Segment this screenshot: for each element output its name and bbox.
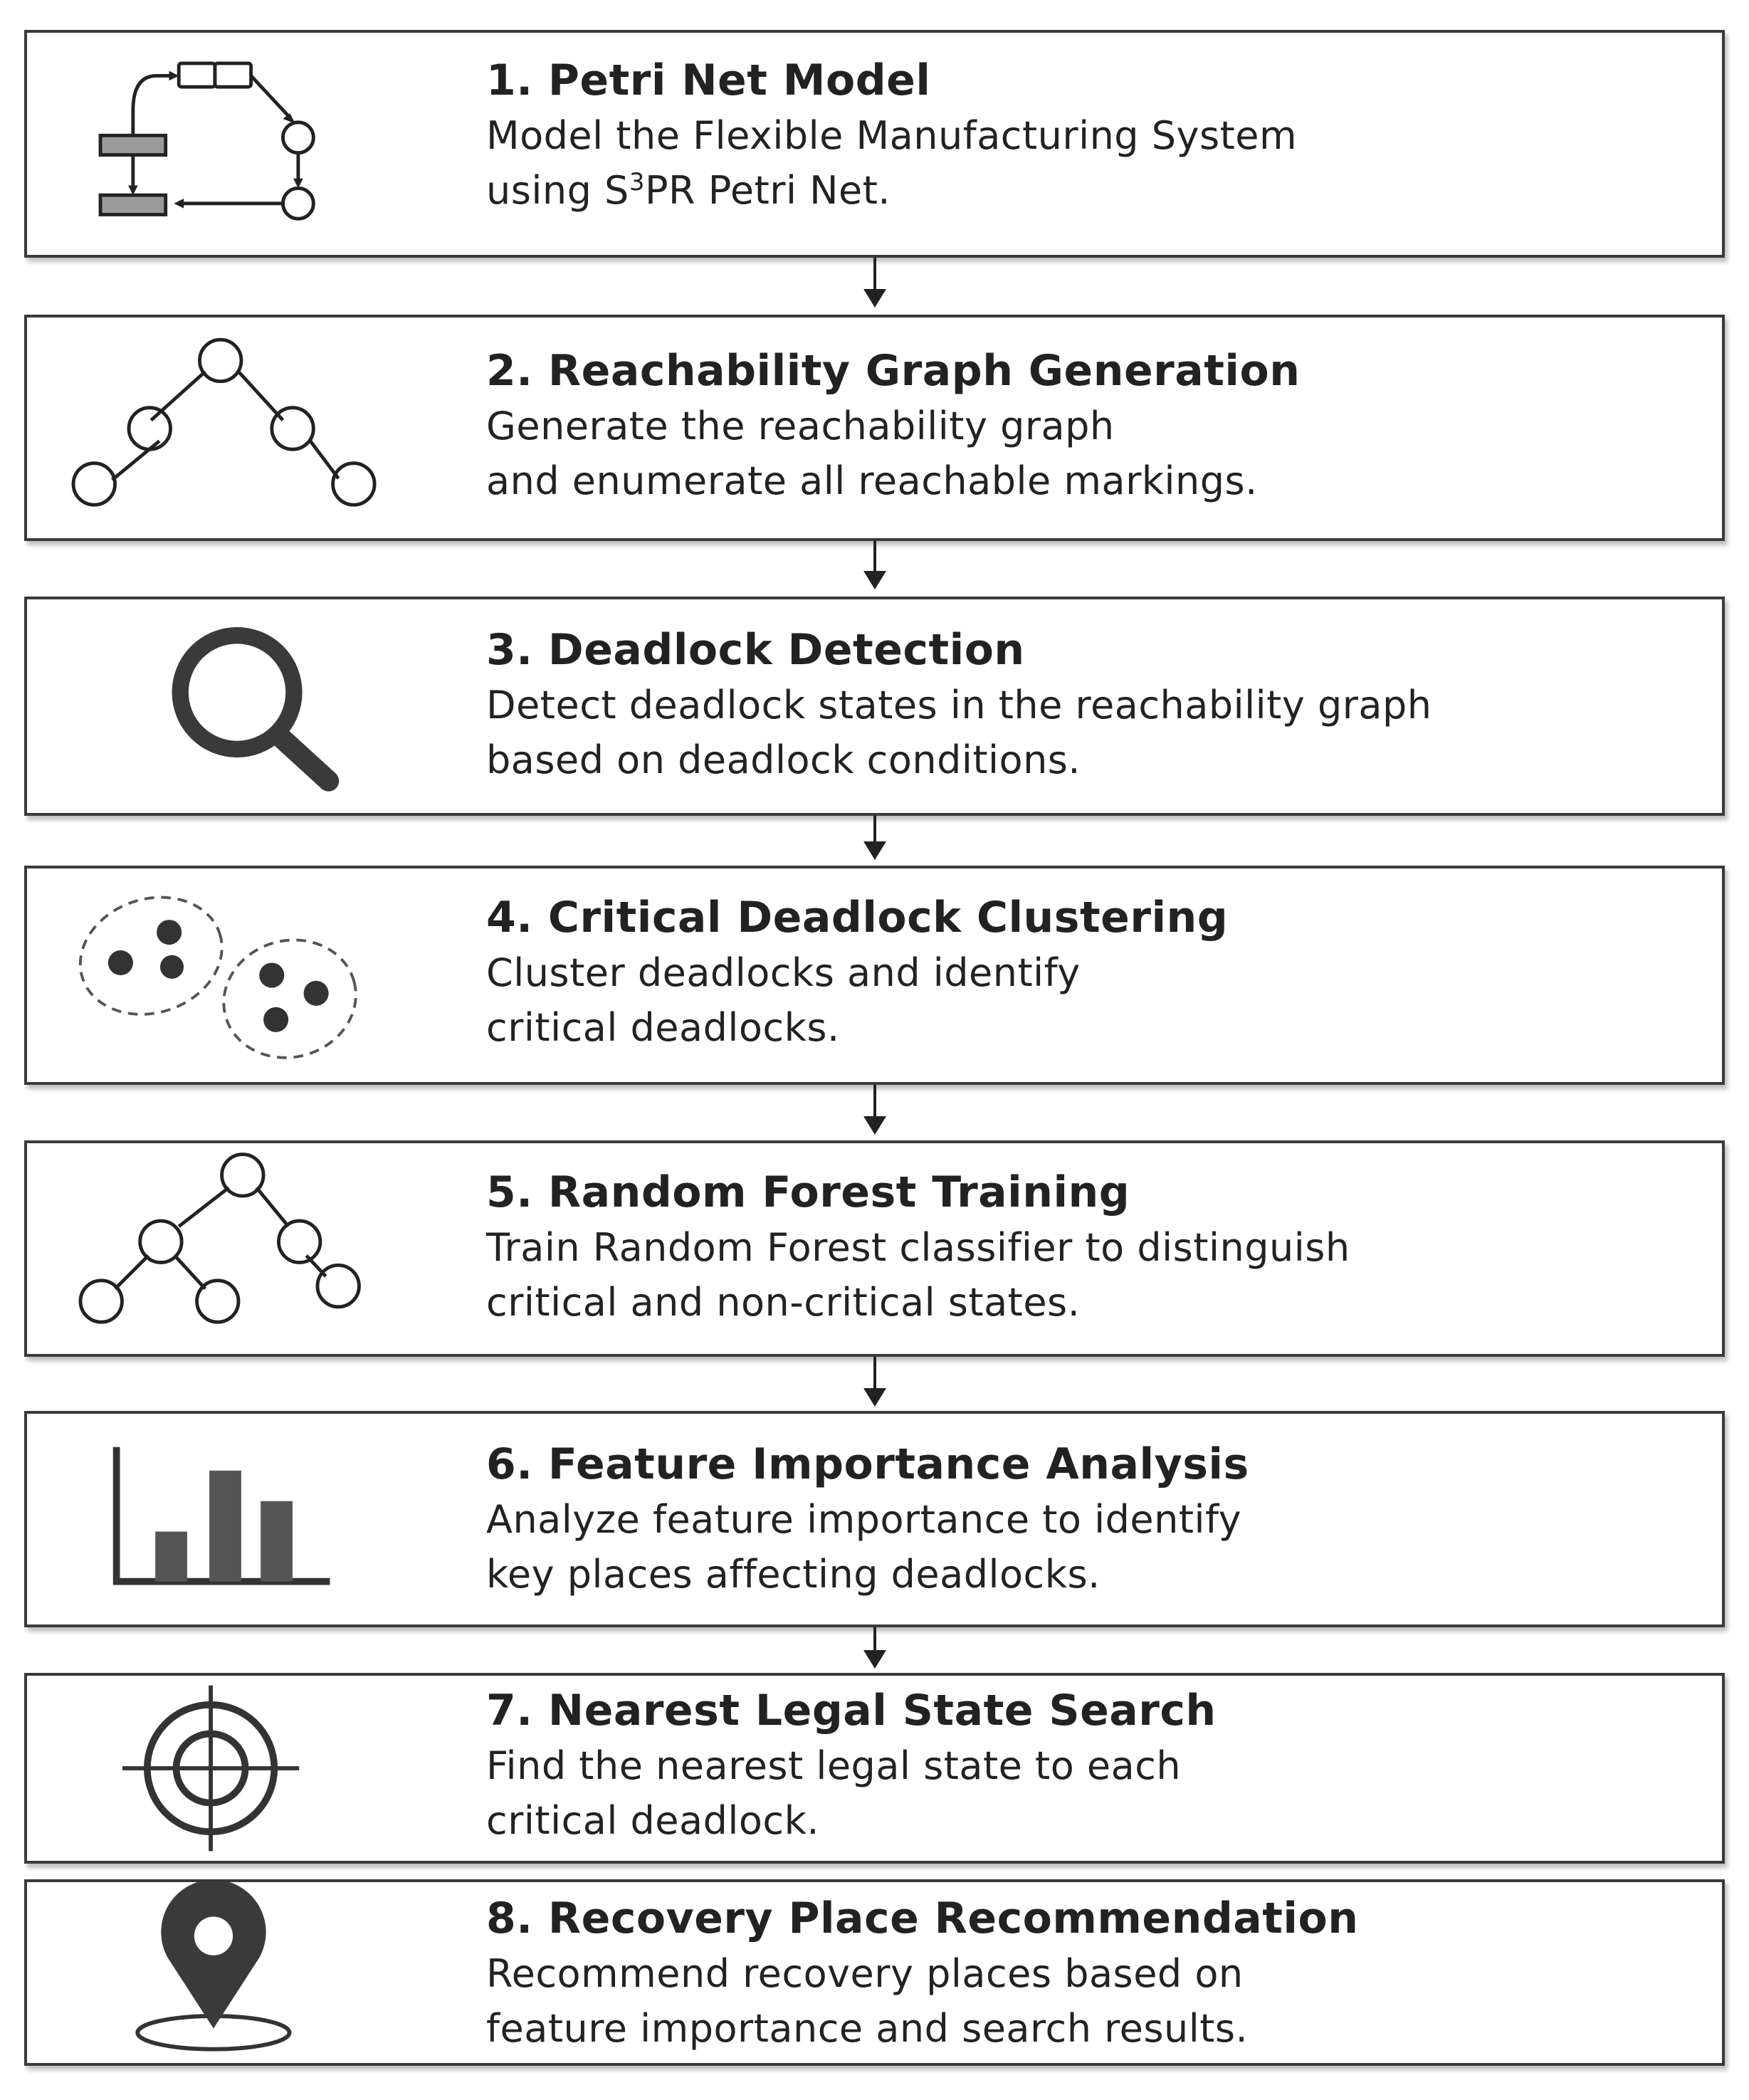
flow-arrow [873,258,876,289]
flow-arrowhead [863,1388,886,1407]
flow-arrowhead [863,841,886,860]
step-description-line-2: based on deadlock conditions. [486,737,1081,782]
flow-arrowhead [863,571,886,589]
step-title: 8. Recovery Place Recommendation [486,1894,1359,1943]
step-description-line-1: Analyze feature importance to identify [486,1497,1242,1542]
flow-arrowhead [863,289,886,308]
flow-arrowhead [863,1650,886,1669]
step-description-line-1: Model the Flexible Manufacturing System [486,113,1298,158]
step-description-line-2: feature importance and search results. [486,2006,1249,2051]
step-title: 4. Critical Deadlock Clustering [486,893,1229,943]
step-3-box: 3. Deadlock Detection Detect deadlock st… [24,597,1725,816]
flow-arrow [873,541,876,571]
step-1-box: 1. Petri Net Model Model the Flexible Ma… [24,30,1725,258]
step-description-line-1: Generate the reachability graph [486,404,1115,448]
step-title: 7. Nearest Legal State Search [486,1686,1217,1736]
flow-arrow [873,1627,876,1650]
step-title: 2. Reachability Graph Generation [486,346,1301,396]
flow-arrow [873,1085,876,1116]
target-icon [27,1676,397,1861]
petri-net-icon [27,33,397,255]
location-pin-icon [27,1882,397,2063]
step-5-box: 5. Random Forest Training Train Random F… [24,1140,1725,1357]
magnifier-icon [27,599,397,813]
step-description-line-2: critical and non-critical states. [486,1280,1081,1325]
step-title: 3. Deadlock Detection [486,625,1025,675]
step-4-box: 4. Critical Deadlock Clustering Cluster … [24,866,1725,1085]
step-2-box: 2. Reachability Graph Generation Generat… [24,315,1725,541]
step-description-line-1: Train Random Forest classifier to distin… [486,1225,1350,1270]
step-description-line-2: and enumerate all reachable markings. [486,458,1258,503]
graph-tree-icon [27,317,397,538]
step-description-line-1: Recommend recovery places based on [486,1951,1244,1996]
decision-tree-icon [27,1143,397,1354]
bar-chart-icon [27,1414,397,1624]
step-description-line-1: Detect deadlock states in the reachabili… [486,683,1432,728]
step-6-box: 6. Feature Importance Analysis Analyze f… [24,1411,1725,1627]
cluster-icon [27,868,397,1082]
flow-arrow [873,1357,876,1388]
step-description-line-2: using S3PR Petri Net. [486,168,891,213]
step-8-box: 8. Recovery Place Recommendation Recomme… [24,1879,1725,2066]
flow-arrowhead [863,1116,886,1135]
step-description-line-2: critical deadlock. [486,1798,820,1843]
flow-arrow [873,816,876,841]
step-description-line-1: Cluster deadlocks and identify [486,950,1081,995]
step-description-line-2: key places affecting deadlocks. [486,1552,1101,1597]
step-title: 6. Feature Importance Analysis [486,1439,1249,1489]
step-description-line-1: Find the nearest legal state to each [486,1743,1182,1788]
step-title: 5. Random Forest Training [486,1167,1130,1217]
step-title: 1. Petri Net Model [486,56,931,105]
step-description-line-2: critical deadlocks. [486,1005,840,1050]
step-7-box: 7. Nearest Legal State Search Find the n… [24,1673,1725,1864]
